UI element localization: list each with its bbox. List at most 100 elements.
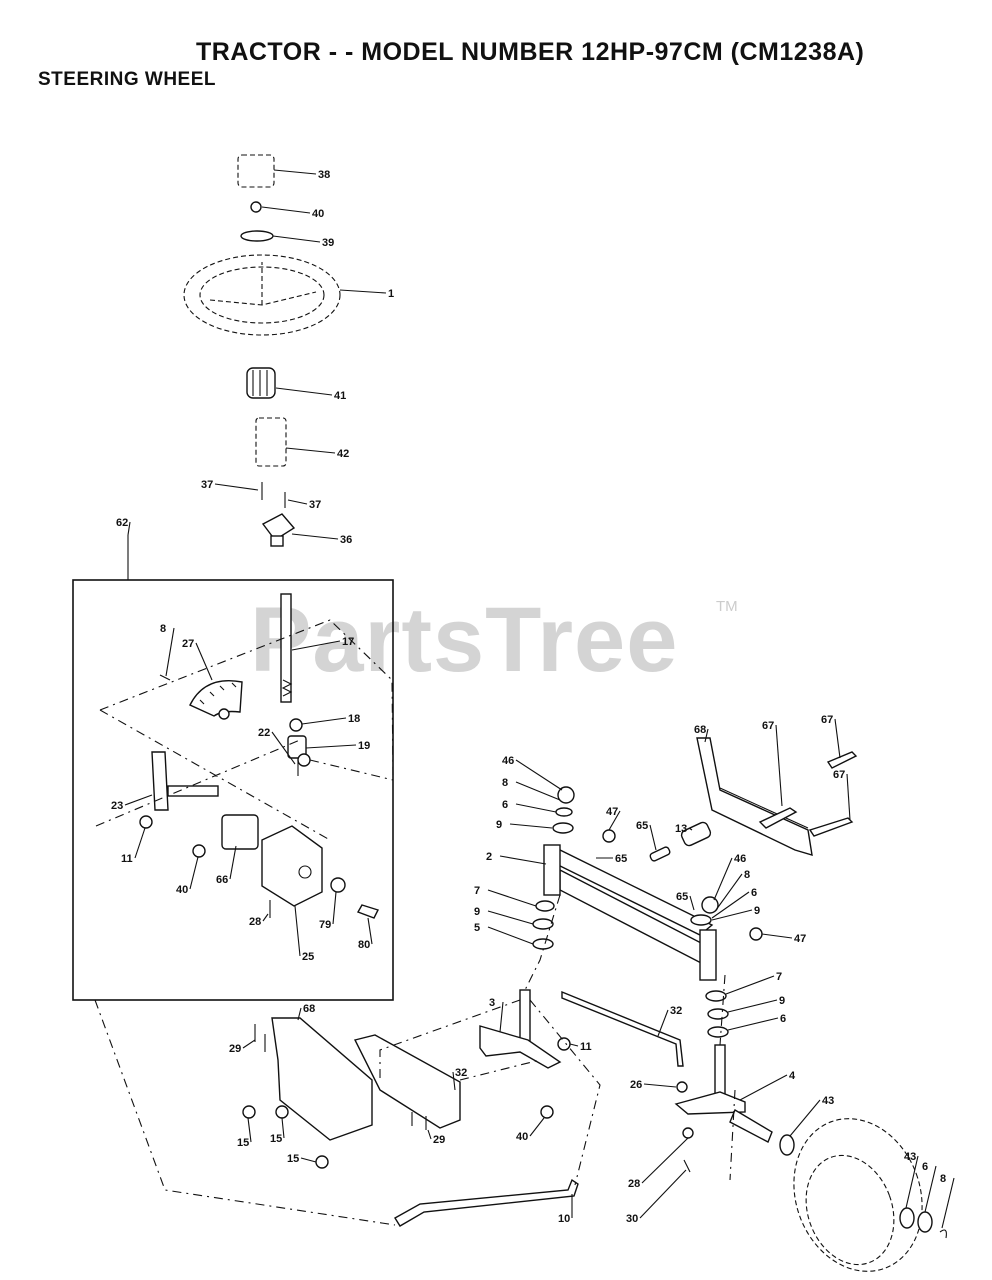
part-steering-shaft-17[interactable]: [280, 593, 293, 703]
leader-line-c9b: [711, 909, 753, 921]
part-front-tire[interactable]: [773, 1100, 943, 1280]
part-bracket-25[interactable]: [261, 825, 323, 907]
part-washer-6[interactable]: [555, 807, 573, 817]
part-bolt-67c[interactable]: [808, 817, 854, 837]
leader-line-c26: [643, 1083, 677, 1088]
part-tie-rod-32[interactable]: [561, 990, 684, 1067]
callout-8: 8: [940, 1173, 946, 1185]
part-clip-8d[interactable]: [939, 1229, 947, 1239]
part-washer-7[interactable]: [535, 900, 555, 912]
leader-line-c47a: [608, 810, 621, 831]
leader-line-c32b: [452, 1071, 456, 1091]
assembly-62-box: [72, 579, 394, 1001]
callout-67: 67: [762, 720, 774, 732]
part-washer-39[interactable]: [240, 230, 274, 242]
callout-13: 13: [675, 823, 687, 835]
callout-43: 43: [904, 1151, 916, 1163]
part-bolt-80[interactable]: [356, 904, 379, 919]
part-bolt-26[interactable]: [676, 1081, 688, 1093]
part-washer-9d[interactable]: [707, 1008, 729, 1020]
part-sleeve-42[interactable]: [255, 417, 287, 467]
part-bolt-15c[interactable]: [315, 1155, 329, 1169]
trademark-mark: TM: [716, 598, 738, 615]
part-washer-11b[interactable]: [557, 1037, 571, 1051]
part-bolt-67[interactable]: [758, 807, 798, 829]
part-drag-link-10[interactable]: [394, 1178, 579, 1227]
callout-leaders: [124, 169, 955, 1229]
part-pitman-arm-23[interactable]: [151, 751, 219, 811]
part-washer-11[interactable]: [139, 815, 153, 829]
right-guide-lines: [379, 894, 736, 1186]
part-adapter-41[interactable]: [246, 367, 276, 399]
part-washer-9b[interactable]: [690, 914, 712, 926]
leader-line-c42: [285, 447, 336, 454]
leader-line-c32a: [657, 1009, 669, 1037]
leader-line-c6b: [711, 891, 750, 919]
part-bolt-47b[interactable]: [749, 927, 763, 941]
part-frame-bracket-68[interactable]: [271, 1017, 461, 1141]
part-steering-wheel-1[interactable]: [183, 254, 341, 336]
part-nut-40b[interactable]: [192, 844, 206, 858]
part-bracket-68[interactable]: [696, 737, 813, 856]
callout-6: 6: [780, 1013, 786, 1025]
callout-28: 28: [628, 1178, 640, 1190]
part-washer-43b[interactable]: [899, 1207, 915, 1229]
leader-line-c15b: [281, 1117, 285, 1139]
part-pin-65[interactable]: [649, 846, 671, 862]
leader-line-c39: [272, 235, 321, 243]
leader-line-c67c: [846, 773, 851, 821]
leader-line-c7b: [725, 975, 775, 995]
leader-line-c46a: [515, 759, 563, 791]
leader-line-c8c: [715, 873, 743, 911]
part-cap-38[interactable]: [237, 154, 275, 188]
linkage-guide-line: [94, 999, 396, 1226]
part-cap-46b[interactable]: [701, 896, 719, 914]
part-bushing-19[interactable]: [287, 735, 311, 767]
part-washer-6d[interactable]: [917, 1211, 933, 1233]
partstree-watermark: PartsTree: [250, 589, 679, 691]
part-nut-40[interactable]: [250, 201, 262, 213]
callout-68: 68: [694, 724, 706, 736]
callout-28: 28: [249, 916, 261, 928]
part-axle-2[interactable]: [543, 844, 717, 981]
part-bolts-29[interactable]: [254, 1024, 266, 1052]
part-spindle-4[interactable]: [674, 1044, 773, 1143]
part-bushing-66[interactable]: [221, 814, 259, 850]
part-cap-46[interactable]: [557, 786, 575, 804]
part-washer-6c[interactable]: [707, 1026, 729, 1038]
leader-line-c29b: [427, 1129, 432, 1140]
part-spindle-3[interactable]: [479, 989, 562, 1069]
part-bolt-67b[interactable]: [826, 751, 858, 769]
part-bolts-29b[interactable]: [411, 1112, 427, 1130]
leader-line-c28a: [262, 913, 269, 922]
assembly-guide-lines: [95, 619, 394, 841]
part-washer-18[interactable]: [289, 718, 303, 732]
part-washer-43[interactable]: [779, 1134, 795, 1156]
part-washer-79[interactable]: [330, 877, 346, 893]
part-nut-40c[interactable]: [540, 1105, 554, 1119]
leader-line-c47b: [761, 933, 793, 939]
leader-line-c65c: [689, 895, 695, 911]
part-bolt-15b[interactable]: [275, 1105, 289, 1119]
callout-11: 11: [121, 853, 133, 865]
leader-line-c4: [739, 1074, 788, 1101]
part-washer-7b[interactable]: [705, 990, 727, 1002]
part-bushing-36[interactable]: [261, 513, 296, 547]
callout-10: 10: [558, 1213, 570, 1225]
part-washer-9c[interactable]: [532, 918, 554, 930]
part-washer-9[interactable]: [552, 822, 574, 834]
part-spacer-13[interactable]: [680, 821, 712, 847]
callout-40: 40: [176, 884, 188, 896]
leader-line-c40a: [261, 206, 311, 214]
callout-5: 5: [474, 922, 480, 934]
part-pin-30[interactable]: [683, 1159, 691, 1173]
callout-1: 1: [388, 288, 394, 300]
part-sector-gear-27[interactable]: [189, 680, 243, 720]
part-bolts-37[interactable]: [261, 482, 286, 508]
part-washer-28[interactable]: [682, 1127, 694, 1139]
part-bolt-47[interactable]: [602, 829, 616, 843]
leader-line-c68b: [297, 1007, 302, 1021]
part-washer-5[interactable]: [532, 938, 554, 950]
part-pin-8[interactable]: [159, 674, 171, 681]
part-bolt-15[interactable]: [242, 1105, 256, 1119]
